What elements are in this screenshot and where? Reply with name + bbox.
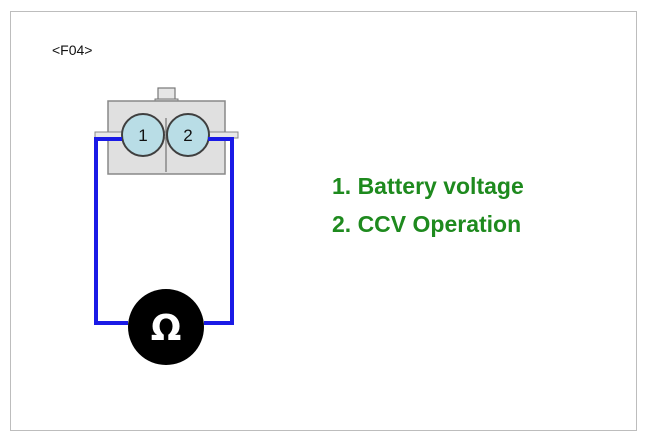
pin-2: 2 [166,113,210,157]
diagram-frame [10,11,637,431]
test-lead-left [94,137,128,325]
ohm-symbol: Ω [151,308,182,349]
connector-code-label: <F04> [52,42,93,58]
legend-item-battery-voltage: 1. Battery voltage [332,173,524,199]
pin-1-label: 1 [138,126,147,145]
connector: 1 2 [94,87,239,175]
pin-2-label: 2 [183,126,192,145]
pin-1: 1 [121,113,165,157]
pin-legend: 1. Battery voltage 2. CCV Operation [332,167,524,243]
legend-item-ccv-operation: 2. CCV Operation [332,211,522,237]
ohmmeter-icon: Ω [128,289,204,365]
test-lead-right [204,137,234,325]
